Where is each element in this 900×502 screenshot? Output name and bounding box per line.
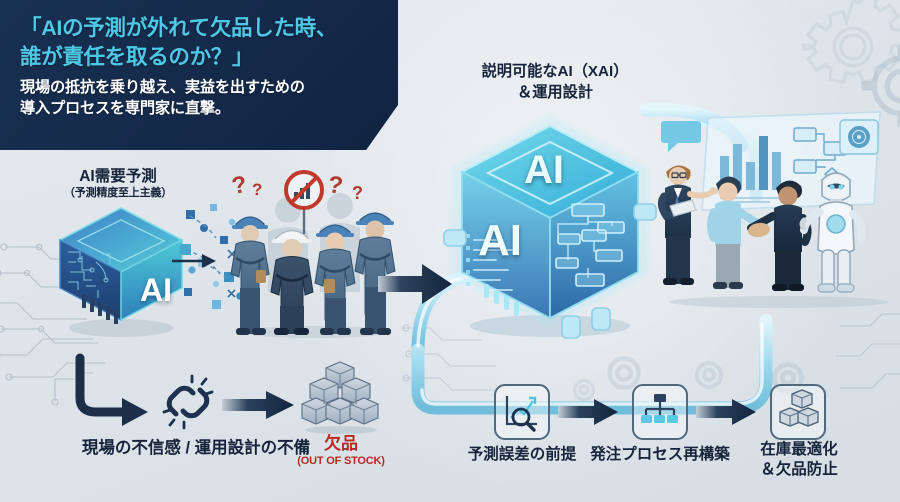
- step-caption-3-line1: 在庫最適化: [760, 441, 838, 458]
- distrust-caption-text: 現場の不信感 / 運用設計の不備: [81, 439, 311, 457]
- question-mark-icon: ?: [352, 183, 363, 203]
- xai-title: 説明可能なAI（XAI） ＆運用設計: [455, 62, 655, 103]
- step-caption-3: 在庫最適化 ＆欠品防止: [742, 440, 856, 480]
- step-caption-2-text: 発注プロセス再構築: [590, 446, 730, 463]
- people-scene-icon: [657, 165, 889, 308]
- step-caption-1-text: 予測誤差の前提: [467, 446, 577, 463]
- subheadline-line-1: 現場の抵抗を乗り越え、実益を出すための: [20, 79, 305, 97]
- arrow-right-icon: [172, 254, 216, 268]
- headline-banner: 「AIの予測が外れて欠品した時、 誰が責任を取るのか？」 現場の抵抗を乗り越え、…: [0, 0, 398, 150]
- elbow-arrow-icon: [75, 353, 148, 426]
- arrow-right-large-icon: [378, 264, 452, 304]
- ai-cube-left: AI: [52, 202, 190, 337]
- arrow-right-icon: [222, 391, 294, 419]
- question-mark-icon: ?: [252, 180, 263, 199]
- step-caption-3-line2: ＆欠品防止: [760, 461, 838, 479]
- stockout-caption-text: 欠品: [324, 434, 358, 453]
- headline-line-1: 「AIの予測が外れて欠品した時、: [20, 16, 338, 40]
- stockout-caption-sub: (OUT OF STOCK): [297, 454, 385, 467]
- arrow-right-icon: [558, 399, 618, 425]
- left-cube-title-text: AI需要予測: [79, 168, 157, 185]
- broken-link-icon: [162, 374, 214, 430]
- step-caption-1: 予測誤差の前提: [452, 446, 592, 465]
- step-caption-2: 発注プロセス再構築: [578, 446, 742, 465]
- headline-line-2: 誰が責任を取るのか？」: [20, 44, 254, 69]
- left-cube-title: AI需要予測 （予測精度至上主義）: [28, 168, 208, 200]
- xai-title-line1: 説明可能なAI（XAI）: [481, 63, 629, 80]
- prohibition-chart-sign-icon: [284, 170, 324, 234]
- left-cube-subtitle-text: （予測精度至上主義）: [64, 186, 172, 199]
- xai-title-line2: ＆運用設計: [517, 83, 593, 101]
- chart-magnifier-icon: [505, 396, 537, 432]
- arrow-right-icon: [696, 399, 756, 425]
- hierarchy-flow-icon: [641, 394, 678, 423]
- subheadline-line-2: 導入プロセスを専門家に直撃。: [20, 100, 230, 118]
- stacked-boxes-icon: [301, 361, 379, 434]
- ai-cube-center: AI AI: [440, 112, 660, 342]
- boxes-icon: [779, 389, 819, 427]
- speech-bubble-icon: [661, 121, 701, 152]
- stockout-caption: 欠品 (OUT OF STOCK): [286, 434, 396, 468]
